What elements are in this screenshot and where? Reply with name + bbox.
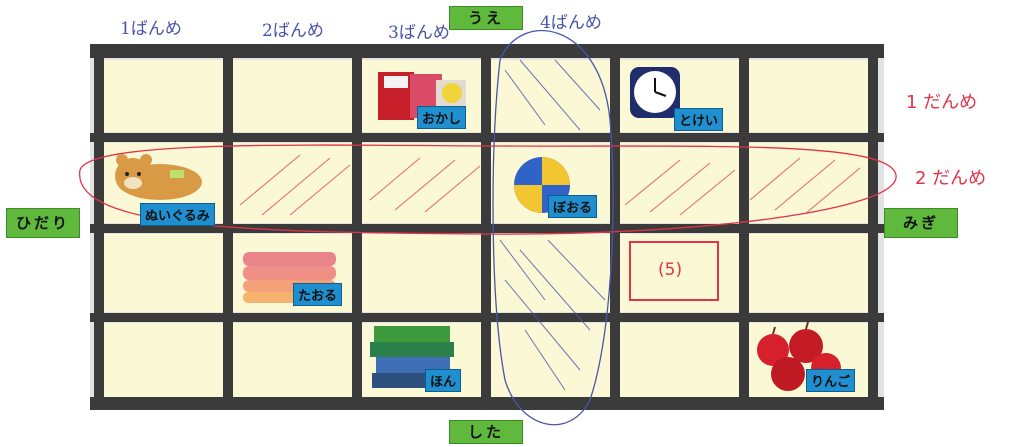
shelf-cell <box>491 234 610 312</box>
plush-bear-icon <box>115 154 202 200</box>
shelf-cell <box>233 143 352 223</box>
column-note-1: 1ばんめ <box>120 19 182 39</box>
direction-right-label: みぎ <box>884 208 958 238</box>
item-label-hon: ほん <box>425 369 462 392</box>
item-label-nuigurumi: ぬいぐるみ <box>140 203 215 226</box>
shelf-post <box>481 44 491 410</box>
column-note-3: 3ばんめ <box>388 23 450 43</box>
shelf-cell <box>749 234 868 312</box>
shelf-cell <box>362 143 481 223</box>
shelf-post <box>868 44 878 410</box>
shelf-cell <box>362 234 481 312</box>
shelf-post <box>352 44 362 410</box>
item-label-booru: ぼおる <box>548 195 598 218</box>
direction-left-label: ひだり <box>6 208 80 238</box>
row-note-2: 2 だんめ <box>915 168 987 189</box>
direction-top-label: うえ <box>449 6 523 30</box>
shelf-cell <box>104 323 223 397</box>
shelf-cell <box>749 143 868 223</box>
column-note-4: 4ばんめ <box>540 13 602 33</box>
item-label-ringo: りんご <box>806 369 856 392</box>
shelf-cell <box>233 60 352 132</box>
direction-bottom-label: した <box>449 420 523 444</box>
shelf-cell <box>233 323 352 397</box>
shelf-post <box>610 44 620 410</box>
column-note-2: 2ばんめ <box>262 21 324 41</box>
row-note-1: 1 だんめ <box>906 92 978 113</box>
column-4-hatch-marks <box>499 59 606 391</box>
row-2-circle <box>79 144 897 235</box>
item-label-taoru: たおる <box>293 283 343 306</box>
answer-box <box>629 241 719 301</box>
row-2-hatch-marks <box>239 154 861 216</box>
shelf-post <box>739 44 749 410</box>
shelf-cell <box>620 323 739 397</box>
item-label-okashi: おかし <box>417 106 467 129</box>
shelf-cell <box>749 60 868 132</box>
clock-icon <box>630 67 680 118</box>
column-4-circle <box>492 29 614 426</box>
shelf <box>90 44 884 410</box>
answer-box-label: (5) <box>658 260 683 280</box>
shelf-cell <box>104 234 223 312</box>
shelf-post <box>94 44 104 410</box>
item-label-tokei: とけい <box>674 108 724 131</box>
shelf-cell <box>104 60 223 132</box>
